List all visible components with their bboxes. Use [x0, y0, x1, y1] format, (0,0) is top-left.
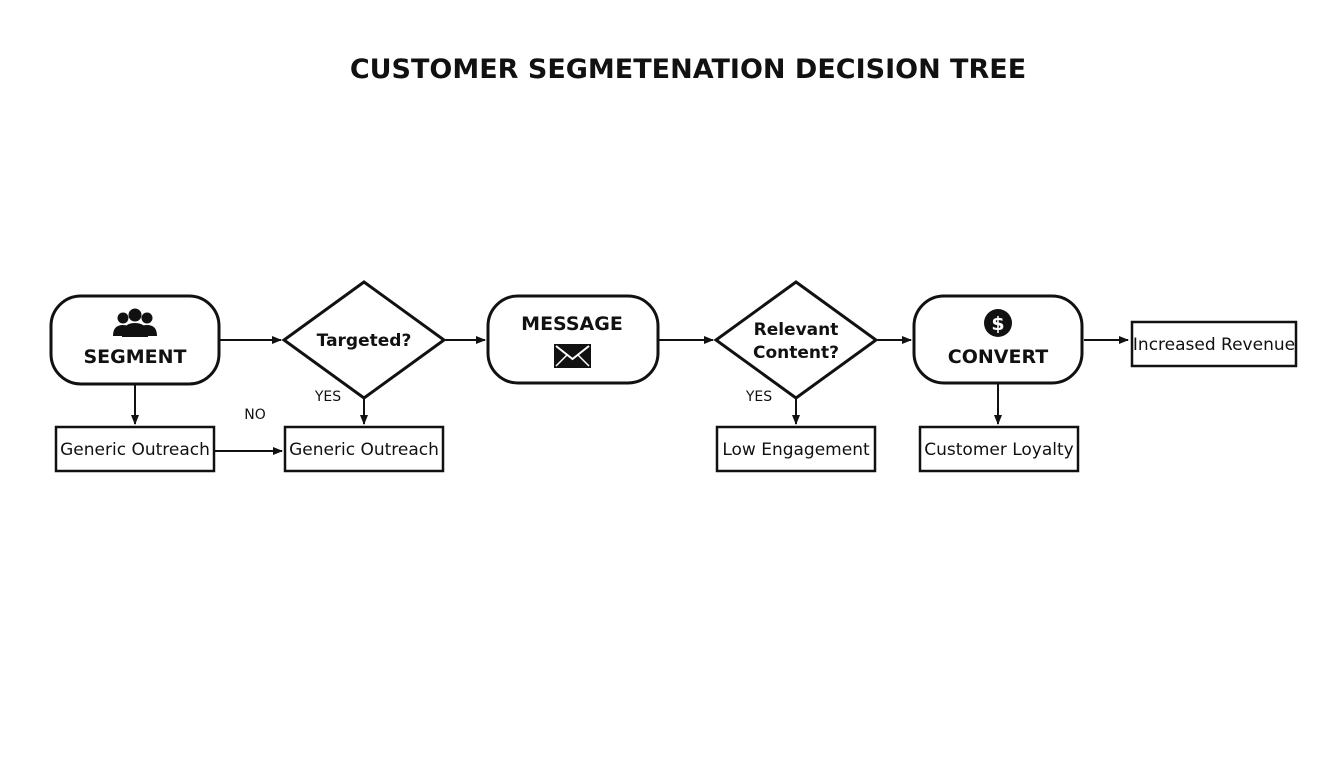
generic-outreach-label: Generic Outreach — [289, 440, 439, 460]
envelope-icon — [554, 344, 591, 368]
dollar-coin-icon: $ — [984, 309, 1012, 337]
branch-label-no: NO — [244, 407, 266, 423]
low-engagement-label: Low Engagement — [722, 440, 870, 460]
generic-outreach-box[interactable]: Generic Outreach — [54, 425, 216, 473]
customer-loyalty-box[interactable]: Customer Loyalty — [918, 425, 1080, 473]
relevant-label-line2: Content? — [753, 343, 839, 363]
increased-revenue-box[interactable]: Increased Revenue — [1130, 320, 1298, 368]
people-group-icon — [113, 308, 157, 337]
relevant-content-decision[interactable]: Relevant Content? — [713, 280, 879, 400]
convert-label: CONVERT — [948, 346, 1048, 368]
customer-loyalty-label: Customer Loyalty — [924, 440, 1073, 460]
targeted-decision[interactable]: Targeted? — [281, 280, 447, 400]
message-label: MESSAGE — [521, 313, 623, 335]
targeted-label: Targeted? — [317, 331, 412, 351]
branch-label-yes: YES — [314, 389, 341, 405]
increased-revenue-label: Increased Revenue — [1133, 335, 1295, 355]
svg-text:$: $ — [991, 313, 1004, 335]
low-engagement-box[interactable]: Low Engagement — [715, 425, 877, 473]
segment-node[interactable]: SEGMENT — [49, 294, 221, 386]
generic-outreach-label: Generic Outreach — [60, 440, 210, 460]
segment-label: SEGMENT — [83, 346, 186, 368]
message-node[interactable]: MESSAGE — [486, 294, 660, 385]
generic-outreach-box[interactable]: Generic Outreach — [283, 425, 445, 473]
convert-node[interactable]: $ CONVERT — [912, 294, 1084, 385]
branch-label-yes: YES — [745, 389, 772, 405]
relevant-label-line1: Relevant — [754, 320, 839, 340]
diagram-title: CUSTOMER SEGMETENATION DECISION TREE — [350, 54, 1026, 85]
